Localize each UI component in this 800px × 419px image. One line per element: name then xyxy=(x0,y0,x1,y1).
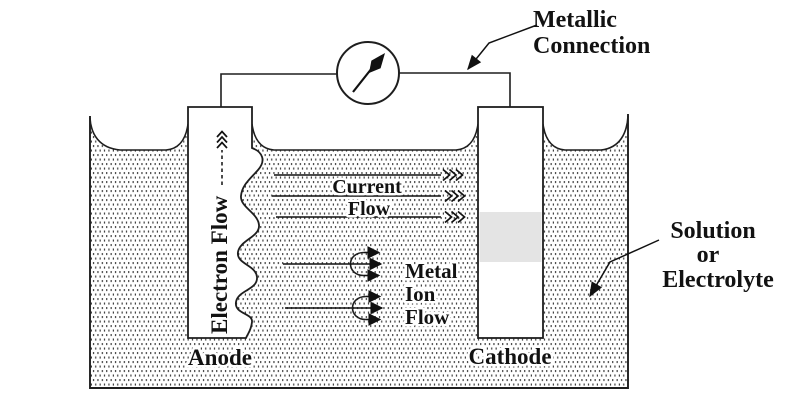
cathode-dense-band xyxy=(479,212,542,262)
labels: Metallic Connection Solution or Electrol… xyxy=(186,7,775,373)
beaker xyxy=(89,114,629,389)
solution-leader-arrow xyxy=(589,239,660,298)
metal-ion-flow-arrows xyxy=(283,246,384,326)
electron-flow-arrow xyxy=(216,130,228,185)
meter-needle-head-icon xyxy=(369,53,385,73)
cathode-label: Cathode xyxy=(468,344,551,369)
wire-right xyxy=(398,72,511,107)
solution-electrolyte-label: Solution xyxy=(670,218,755,244)
metallic-connection-leader-arrow xyxy=(467,24,538,71)
cathode-electrode-texture xyxy=(477,106,544,339)
anode-group xyxy=(187,106,264,339)
metal-ion-fork-arrow xyxy=(285,290,384,326)
metallic-connection-label: Connection xyxy=(533,33,650,59)
metal-ion-flow-label: Metal xyxy=(405,259,458,283)
galvanometer-icon xyxy=(336,41,400,105)
electron-flow-label: Electron Flow xyxy=(207,195,232,334)
cathode-electrode xyxy=(478,107,543,338)
metal-ion-fork-arrow xyxy=(283,246,383,282)
beaker-walls xyxy=(89,114,629,389)
meter-needle-icon xyxy=(352,67,373,93)
water-surface xyxy=(89,115,629,151)
cathode-group xyxy=(477,106,544,339)
anode-label: Anode xyxy=(188,345,252,370)
anode-electrode xyxy=(188,107,263,338)
current-flow-label: Current xyxy=(332,176,402,198)
current-flow-arrows xyxy=(272,168,466,224)
metal-ion-flow-label: Flow xyxy=(405,305,450,329)
metal-ion-flow-label: Ion xyxy=(405,282,436,306)
current-flow-label: Flow xyxy=(348,198,391,220)
wire-left xyxy=(220,73,338,107)
metallic-connection-label: Metallic xyxy=(533,7,617,33)
metallic-connection-wire xyxy=(220,72,511,107)
galvanometer xyxy=(336,41,400,105)
solution-electrolyte-label: Electrolyte xyxy=(662,267,774,293)
solution-electrolyte-label: or xyxy=(697,242,720,268)
anode-electrode-texture xyxy=(187,106,264,339)
